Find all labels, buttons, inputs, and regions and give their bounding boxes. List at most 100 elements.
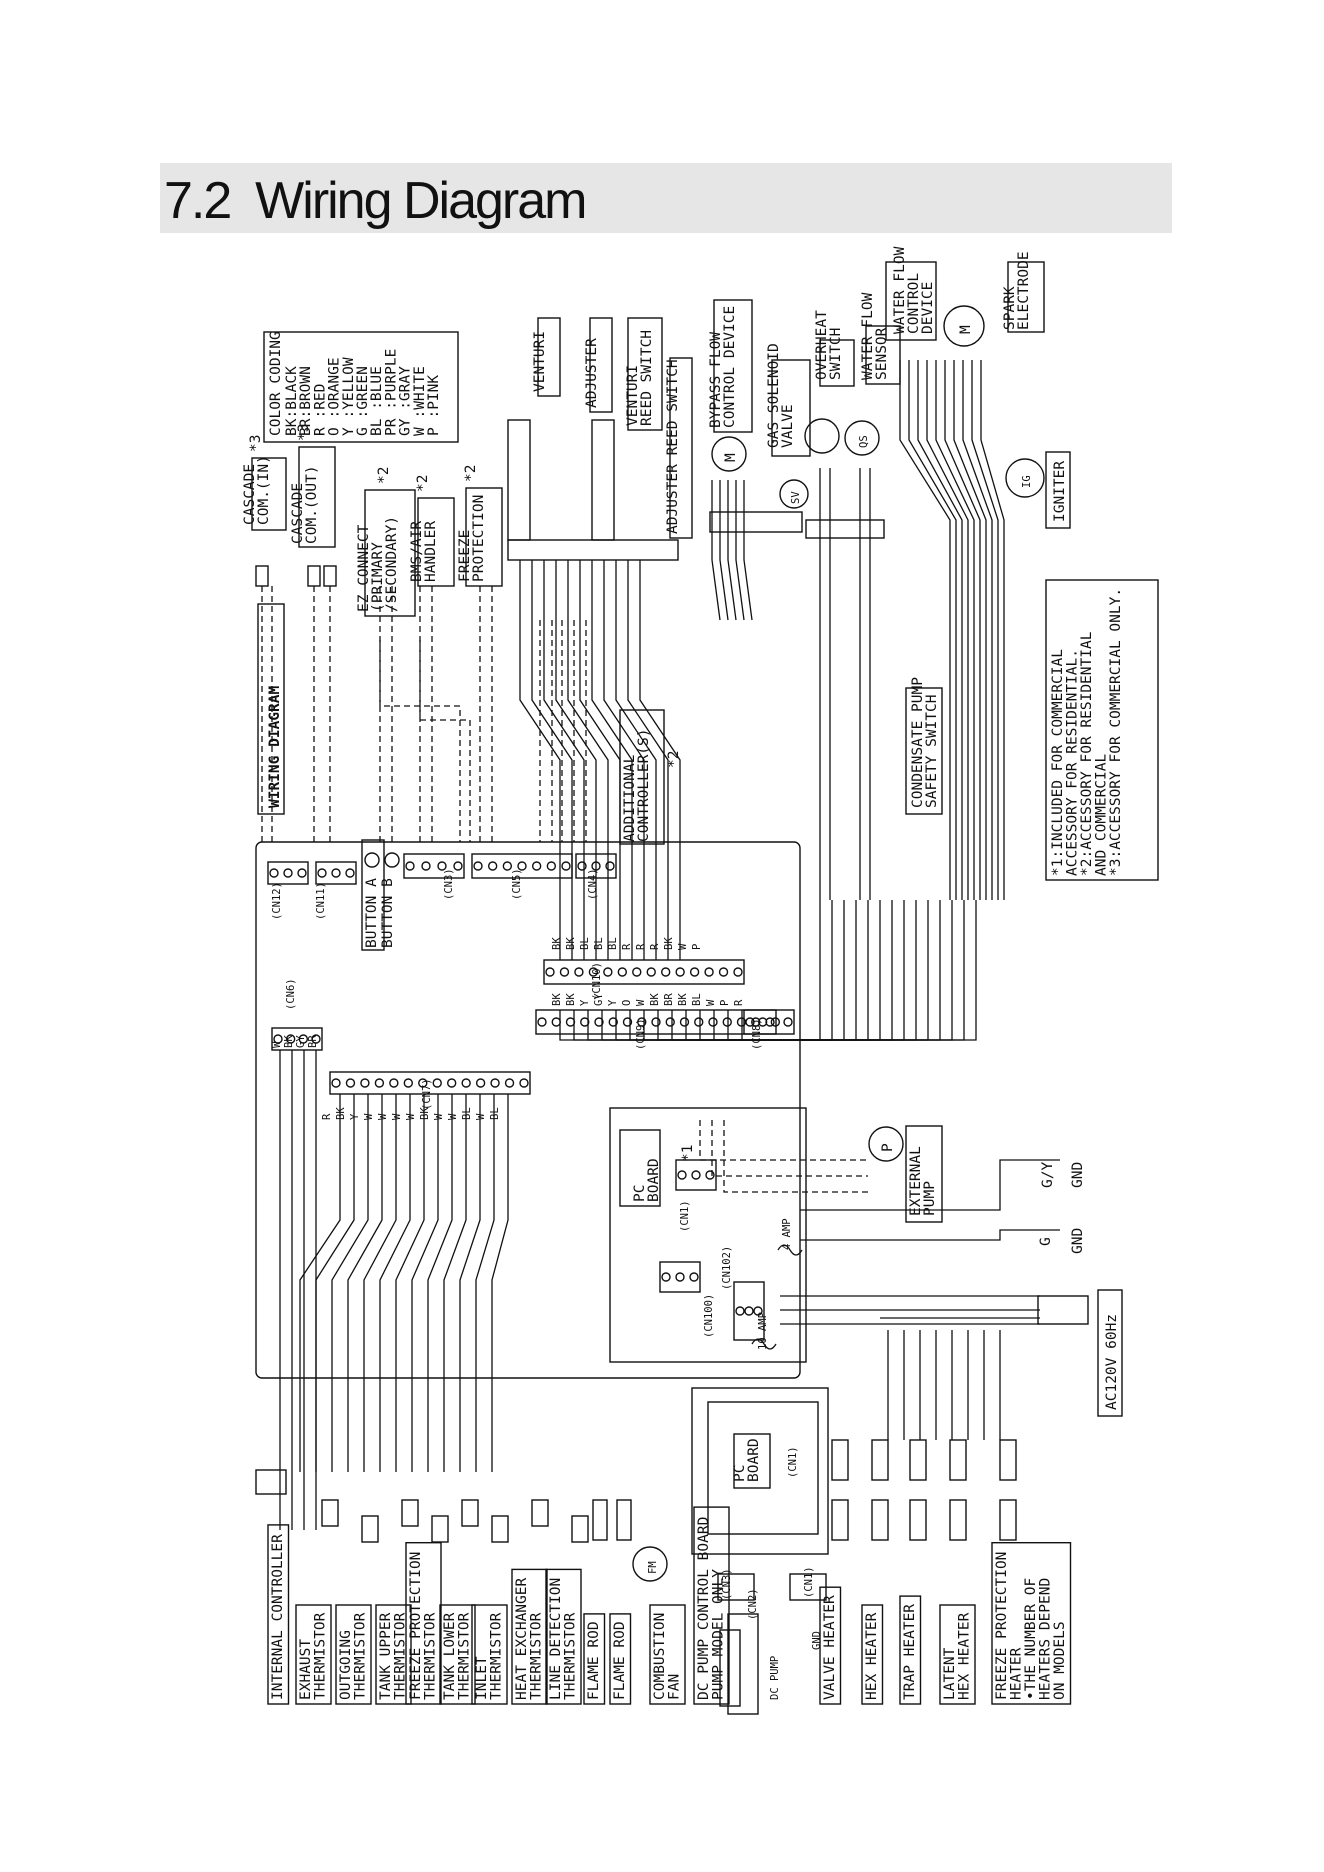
wire-color-tag: Y — [607, 999, 619, 1006]
left-component-label: TANK LOWER — [442, 1612, 458, 1700]
top-component-label: (PRIMARY — [370, 542, 386, 612]
external-pump-wire — [711, 1120, 868, 1177]
connector-pin — [331, 1078, 341, 1088]
heater-element — [949, 1439, 967, 1481]
connector-label: (CN7) — [421, 1078, 433, 1110]
connector-stub — [255, 565, 269, 587]
connector-label: (CN10) — [591, 962, 603, 1000]
connector-pin — [546, 861, 557, 871]
color-coding-entry: R :RED — [312, 384, 328, 436]
left-component-label: EXHAUST — [298, 1639, 314, 1700]
connector-pin — [317, 868, 327, 878]
wire-color-tag: R — [621, 943, 633, 950]
dc-pump-cn1: (CN1) — [787, 1446, 799, 1478]
ground-wire — [800, 1229, 1060, 1241]
left-component-box — [295, 1604, 332, 1705]
connector-pin — [559, 967, 570, 977]
flow-device-wire — [899, 360, 951, 900]
wire-color-tag: BL — [461, 1107, 473, 1120]
footnote-line: *2:ACCESSORY FOR RESIDENTIAL — [1079, 631, 1095, 876]
right-component-label: VALVE — [780, 404, 796, 448]
thermistor-symbol — [431, 1515, 449, 1543]
top-component-box — [465, 487, 503, 587]
flow-sensor-letter: QS — [858, 435, 870, 448]
wire-color-tag: Y — [349, 1113, 361, 1120]
wire-color-tag: BL — [593, 937, 605, 950]
ground-g-label: G — [1038, 1237, 1054, 1246]
igniter-label: IGNITER — [1052, 461, 1068, 522]
connector-pin — [331, 868, 341, 878]
flow-device-wire — [935, 360, 975, 900]
connector-pin — [517, 861, 527, 871]
footnote-marker: *2 — [415, 475, 431, 492]
left-component-label: FLAME ROD — [612, 1621, 628, 1700]
thermistor-wire — [491, 1094, 509, 1472]
external-pump-box — [905, 1125, 943, 1223]
top-component-box — [298, 446, 336, 548]
wire-color-tag: R — [733, 999, 745, 1006]
cn9-bundle-wire — [573, 900, 833, 1041]
fuse-10amp-symbol — [751, 1338, 777, 1350]
connector-label: (CN5) — [511, 868, 523, 900]
connector-pin — [490, 1078, 500, 1088]
external-pump-label: EXTERNAL — [908, 1146, 924, 1216]
pcb-connector — [543, 959, 745, 985]
wire-color-tag: BK — [551, 937, 563, 950]
valve-signal-wire — [543, 560, 585, 960]
pcb-connector — [535, 1009, 777, 1035]
connector-pin — [708, 1017, 718, 1027]
footnote-marker: *2 — [376, 467, 392, 484]
wire-color-tag: O — [621, 1000, 633, 1006]
fuse-4amp-symbol — [777, 1244, 803, 1256]
left-component-label: TANK UPPER — [378, 1612, 394, 1700]
color-coding-title: COLOR CODING — [268, 331, 284, 436]
connector-pin — [608, 1017, 618, 1027]
color-coding-entry: G :GREEN — [355, 366, 371, 436]
connector-pin — [545, 967, 555, 977]
left-component-box — [545, 1568, 582, 1705]
color-coding-entry: P :PINK — [426, 375, 442, 436]
valve-wire — [727, 480, 737, 621]
combustion-fan-symbol — [632, 1546, 668, 1582]
flow-sensor-symbol — [844, 420, 880, 456]
wire-color-tag: BK — [565, 937, 577, 950]
connector-pin — [753, 1306, 763, 1316]
dc-pump-gnd: GND — [811, 1631, 823, 1650]
connector-pin — [405, 861, 415, 871]
valve-wire — [743, 480, 753, 621]
connector-pin — [591, 861, 601, 871]
top-component-label: HANDLER — [423, 521, 439, 582]
left-component-box — [609, 1613, 632, 1705]
right-component-label: OVERHEAT — [814, 310, 830, 380]
left-component-label: THERMISTOR — [393, 1612, 409, 1700]
left-component-box — [511, 1568, 548, 1705]
wire-color-tag: Y — [579, 999, 591, 1006]
connector-pin — [473, 861, 483, 871]
connector-pin — [733, 967, 743, 977]
valve-signal-wire — [579, 560, 621, 960]
external-pump-label: PUMP — [922, 1181, 938, 1216]
right-component-label: SENSOR — [874, 327, 890, 380]
connector-pin — [432, 1078, 442, 1088]
connector-pin — [646, 967, 656, 977]
top-component-label: /SECONDARY) — [384, 516, 400, 612]
wire-color-tag: R — [321, 1113, 333, 1120]
button-b-label: BUTTON B — [380, 878, 396, 948]
left-component-label: FREEZE PROTECTION — [408, 1552, 424, 1700]
connector-pin — [403, 1078, 414, 1088]
connector-label: (CN9) — [635, 1018, 647, 1050]
top-component-label: CASCADE — [242, 464, 258, 525]
connector-pin — [675, 1272, 685, 1282]
left-component-label: COMBUSTION — [652, 1613, 668, 1700]
dc-pump-pc-box — [733, 1433, 771, 1489]
left-component-label: INTERNAL CONTROLLER — [270, 1534, 286, 1700]
heater-element — [909, 1439, 927, 1481]
valve-signal-wire — [567, 560, 609, 960]
power-supply-label: AC120V 60Hz — [1104, 1314, 1120, 1410]
ground-wire — [800, 1159, 1060, 1211]
top-component-label: CASCADE — [290, 483, 306, 544]
wire-color-tag: W — [475, 1113, 487, 1120]
wire-color-tag: BL — [607, 937, 619, 950]
